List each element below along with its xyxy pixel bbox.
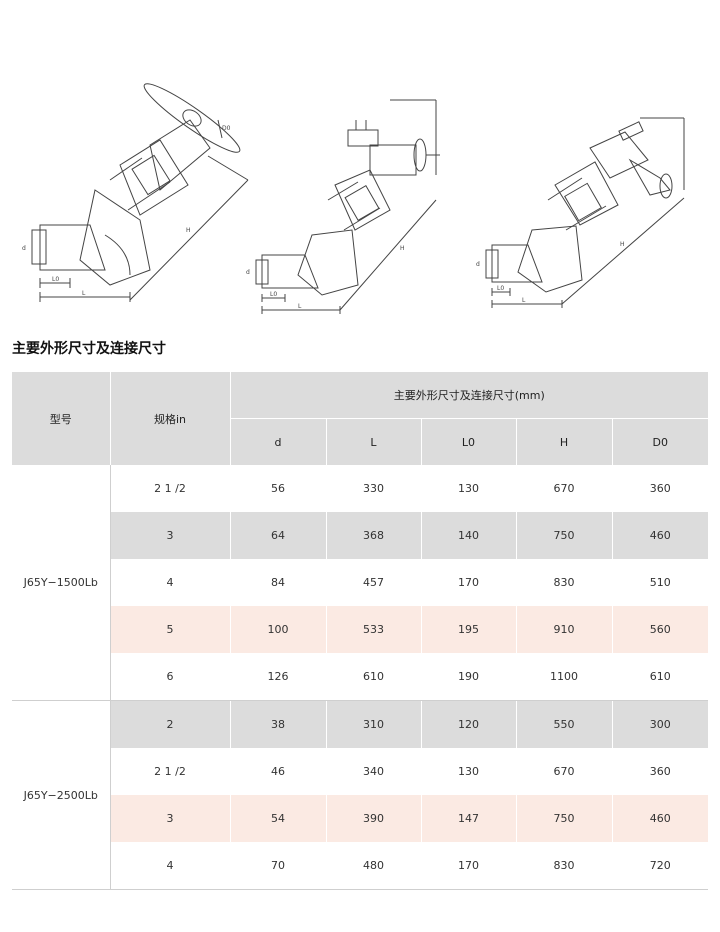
header-col-l0: L0 bbox=[421, 418, 517, 465]
size-cell: 2 1 /2 bbox=[109, 465, 231, 512]
size-cell: 3 bbox=[109, 512, 231, 559]
value-cell-d0: 460 bbox=[612, 795, 709, 842]
value-cell-l: 457 bbox=[326, 559, 422, 606]
value-cell-l0: 147 bbox=[421, 795, 517, 842]
dim-label-h: H bbox=[186, 227, 191, 234]
dim-label-h: H bbox=[620, 241, 625, 248]
header-col-d: d bbox=[230, 418, 327, 465]
value-cell-h: 1100 bbox=[516, 653, 613, 701]
header-model: 型号 bbox=[12, 372, 111, 465]
value-cell-d0: 360 bbox=[612, 465, 709, 512]
value-cell-d0: 610 bbox=[612, 653, 709, 701]
header-dimension-group: 主要外形尺寸及连接尺寸(mm) bbox=[230, 372, 709, 419]
value-cell-l: 480 bbox=[326, 842, 422, 890]
dim-label-l: L bbox=[522, 297, 526, 304]
dim-label-l0: L0 bbox=[270, 291, 277, 298]
size-cell: 2 1 /2 bbox=[109, 748, 231, 795]
value-cell-l0: 130 bbox=[421, 465, 517, 512]
dim-label-d: d bbox=[22, 245, 26, 252]
size-cell: 3 bbox=[109, 795, 231, 842]
dim-label-h: H bbox=[400, 245, 405, 252]
value-cell-l: 533 bbox=[326, 606, 422, 653]
value-cell-d: 64 bbox=[230, 512, 327, 559]
model-cell: J65Y−2500Lb bbox=[12, 700, 111, 890]
model-cell: J65Y−1500Lb bbox=[12, 465, 111, 701]
dim-label-l0: L0 bbox=[497, 285, 504, 292]
handwheel-valve-drawing: L0 L d H D0 bbox=[22, 83, 249, 302]
electric-actuator-valve-drawing: L0 L d H bbox=[476, 117, 685, 308]
size-cell: 4 bbox=[109, 842, 231, 890]
value-cell-l: 368 bbox=[326, 512, 422, 559]
header-col-h: H bbox=[516, 418, 613, 465]
value-cell-h: 670 bbox=[516, 465, 613, 512]
size-cell: 2 bbox=[109, 700, 231, 748]
size-cell: 5 bbox=[109, 606, 231, 653]
value-cell-d0: 560 bbox=[612, 606, 709, 653]
dim-label-d0: D0 bbox=[222, 125, 231, 132]
value-cell-l0: 120 bbox=[421, 700, 517, 748]
value-cell-d: 84 bbox=[230, 559, 327, 606]
gear-operated-valve-drawing: L0 L d H bbox=[246, 99, 440, 314]
value-cell-d: 54 bbox=[230, 795, 327, 842]
dim-label-l: L bbox=[298, 303, 302, 310]
value-cell-h: 750 bbox=[516, 512, 613, 559]
value-cell-l: 310 bbox=[326, 700, 422, 748]
value-cell-d: 70 bbox=[230, 842, 327, 890]
table-header: 型号 规格in 主要外形尺寸及连接尺寸(mm) d L L0 H D0 bbox=[12, 372, 709, 465]
header-col-d0: D0 bbox=[612, 418, 709, 465]
value-cell-d: 126 bbox=[230, 653, 327, 701]
section-title: 主要外形尺寸及连接尺寸 bbox=[12, 341, 166, 357]
value-cell-l0: 195 bbox=[421, 606, 517, 653]
value-cell-l: 390 bbox=[326, 795, 422, 842]
value-cell-h: 910 bbox=[516, 606, 613, 653]
value-cell-l0: 130 bbox=[421, 748, 517, 795]
value-cell-l0: 170 bbox=[421, 842, 517, 890]
dim-label-d: d bbox=[476, 261, 480, 268]
header-size: 规格in bbox=[110, 372, 231, 465]
value-cell-h: 830 bbox=[516, 559, 613, 606]
dim-label-l: L bbox=[82, 290, 86, 297]
value-cell-h: 750 bbox=[516, 795, 613, 842]
value-cell-l: 610 bbox=[326, 653, 422, 701]
value-cell-l0: 190 bbox=[421, 653, 517, 701]
dim-label-l0: L0 bbox=[52, 276, 59, 283]
value-cell-d: 46 bbox=[230, 748, 327, 795]
value-cell-d0: 510 bbox=[612, 559, 709, 606]
value-cell-l: 340 bbox=[326, 748, 422, 795]
dim-label-d: d bbox=[246, 269, 250, 276]
value-cell-d: 100 bbox=[230, 606, 327, 653]
value-cell-d0: 360 bbox=[612, 748, 709, 795]
value-cell-d0: 300 bbox=[612, 700, 709, 748]
technical-drawings: L0 L d H D0 L0 L d H bbox=[0, 60, 720, 330]
value-cell-d0: 720 bbox=[612, 842, 709, 890]
dimension-table: 型号 规格in 主要外形尺寸及连接尺寸(mm) d L L0 H D0 J65Y… bbox=[12, 372, 709, 890]
value-cell-d: 38 bbox=[230, 700, 327, 748]
value-cell-l0: 170 bbox=[421, 559, 517, 606]
value-cell-h: 830 bbox=[516, 842, 613, 890]
size-cell: 6 bbox=[109, 653, 231, 701]
value-cell-h: 670 bbox=[516, 748, 613, 795]
value-cell-d: 56 bbox=[230, 465, 327, 512]
value-cell-d0: 460 bbox=[612, 512, 709, 559]
header-col-l: L bbox=[326, 418, 422, 465]
value-cell-h: 550 bbox=[516, 700, 613, 748]
value-cell-l0: 140 bbox=[421, 512, 517, 559]
size-cell: 4 bbox=[109, 559, 231, 606]
value-cell-l: 330 bbox=[326, 465, 422, 512]
